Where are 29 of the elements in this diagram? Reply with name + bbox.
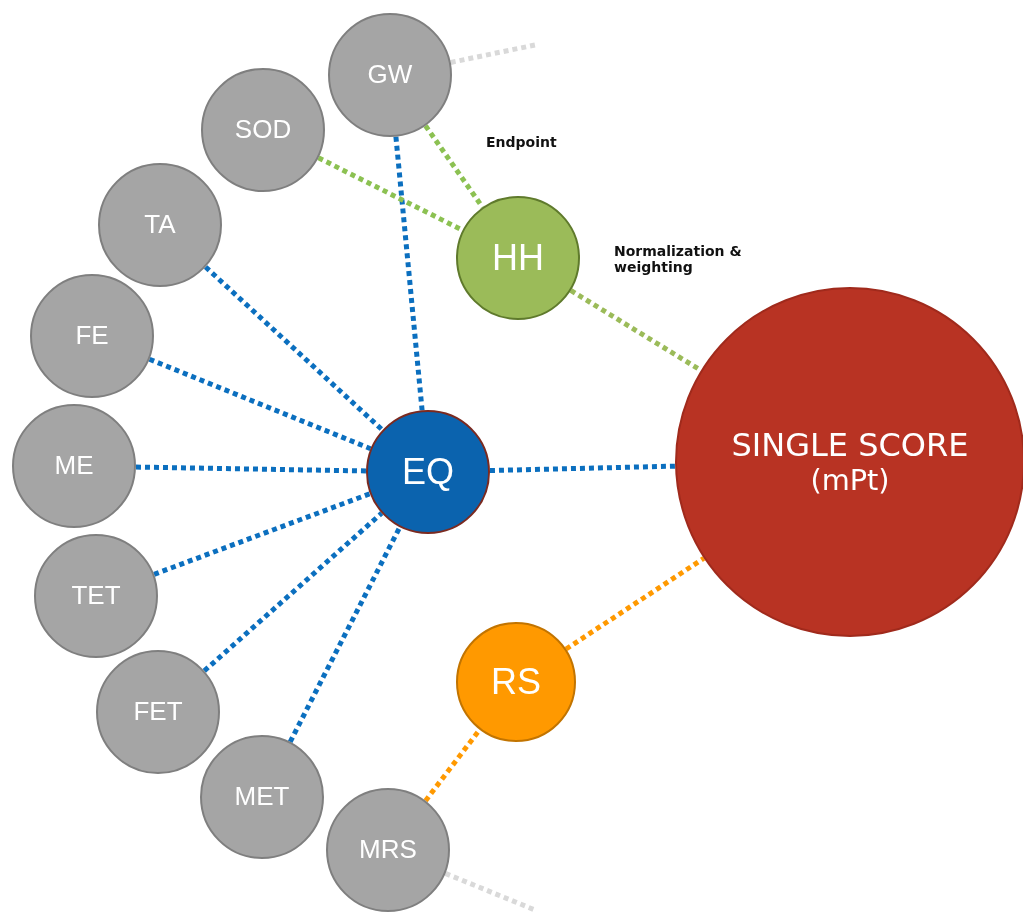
dotted-connector — [564, 556, 706, 652]
node-label: MET — [234, 782, 290, 812]
dotted-connector — [153, 491, 371, 577]
dotted-connector — [444, 871, 536, 913]
node-label: SOD — [234, 115, 292, 145]
dotted-connector — [317, 155, 464, 233]
node-label: HH — [492, 237, 544, 279]
dotted-connector — [148, 356, 372, 452]
dotted-connector — [135, 464, 367, 474]
node-label: TET — [71, 581, 121, 611]
dotted-connector — [423, 728, 482, 803]
dotted-connector — [489, 463, 676, 474]
node-label: SINGLE SCORE — [731, 427, 969, 464]
dotted-connector — [202, 511, 384, 673]
dotted-connector — [393, 136, 425, 411]
node-label: (mPt) — [810, 463, 890, 497]
node-label: GW — [367, 60, 413, 90]
dotted-connector — [203, 265, 385, 432]
node-label: FE — [75, 321, 109, 351]
node-label: ME — [54, 451, 94, 481]
dotted-connector — [287, 526, 403, 743]
node-label: EQ — [402, 451, 454, 493]
annotation-text: Endpoint — [486, 134, 558, 150]
node-label: TA — [144, 210, 176, 240]
dotted-connector — [450, 42, 536, 65]
node-label: MRS — [359, 835, 417, 865]
node-label: FET — [133, 697, 183, 727]
annotation-text: Normalization & weighting — [614, 243, 743, 275]
node-label: RS — [491, 661, 541, 703]
